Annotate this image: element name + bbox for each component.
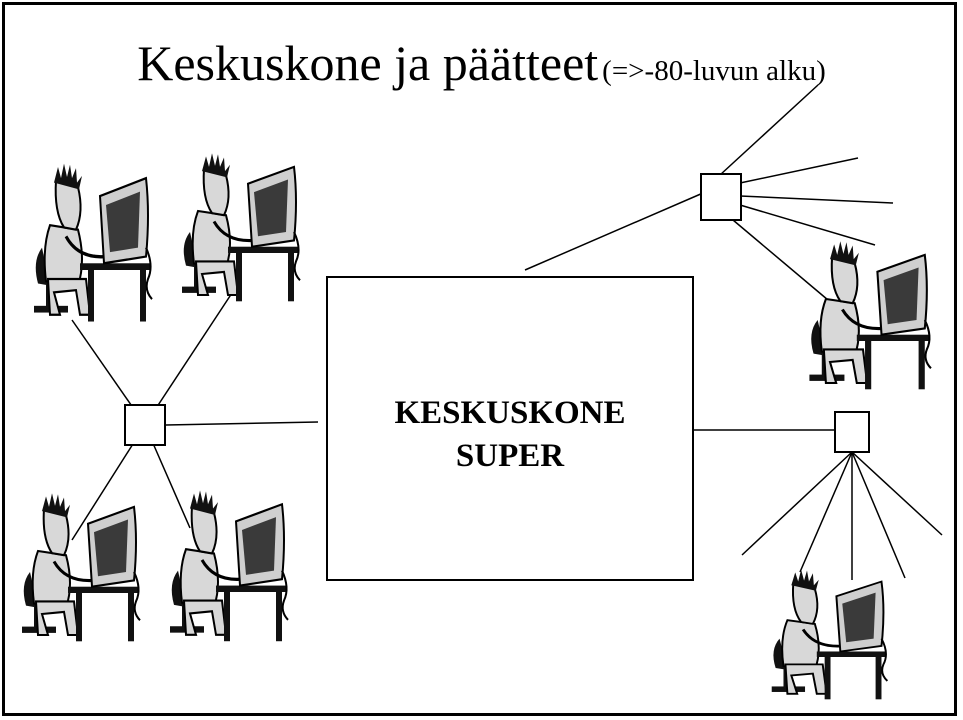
title-subtitle: (=>-80-luvun alku) <box>602 55 826 87</box>
left-terminal-hub <box>124 404 166 446</box>
user-right-bottom <box>770 568 889 701</box>
user-left-bottom-1 <box>20 491 142 643</box>
user-left-bottom-2 <box>168 488 290 643</box>
top-right-connection-lines <box>524 84 894 301</box>
central-computer-line1: KESKUSKONE <box>394 395 626 431</box>
slide-title: Keskuskone ja päätteet (=>-80-luvun alku… <box>0 34 963 92</box>
user-right-top <box>807 239 933 391</box>
title-main: Keskuskone ja päätteet <box>137 35 599 91</box>
central-computer-label: KESKUSKONE SUPER <box>327 392 693 478</box>
top-right-terminal-hub <box>700 173 742 221</box>
bottom-right-connection-lines <box>693 429 943 580</box>
bottom-right-terminal-hub <box>834 411 870 453</box>
user-left-top-2 <box>180 151 302 303</box>
central-computer-line2: SUPER <box>455 438 565 474</box>
user-left-top-1 <box>32 161 154 324</box>
central-computer-box <box>326 276 694 581</box>
